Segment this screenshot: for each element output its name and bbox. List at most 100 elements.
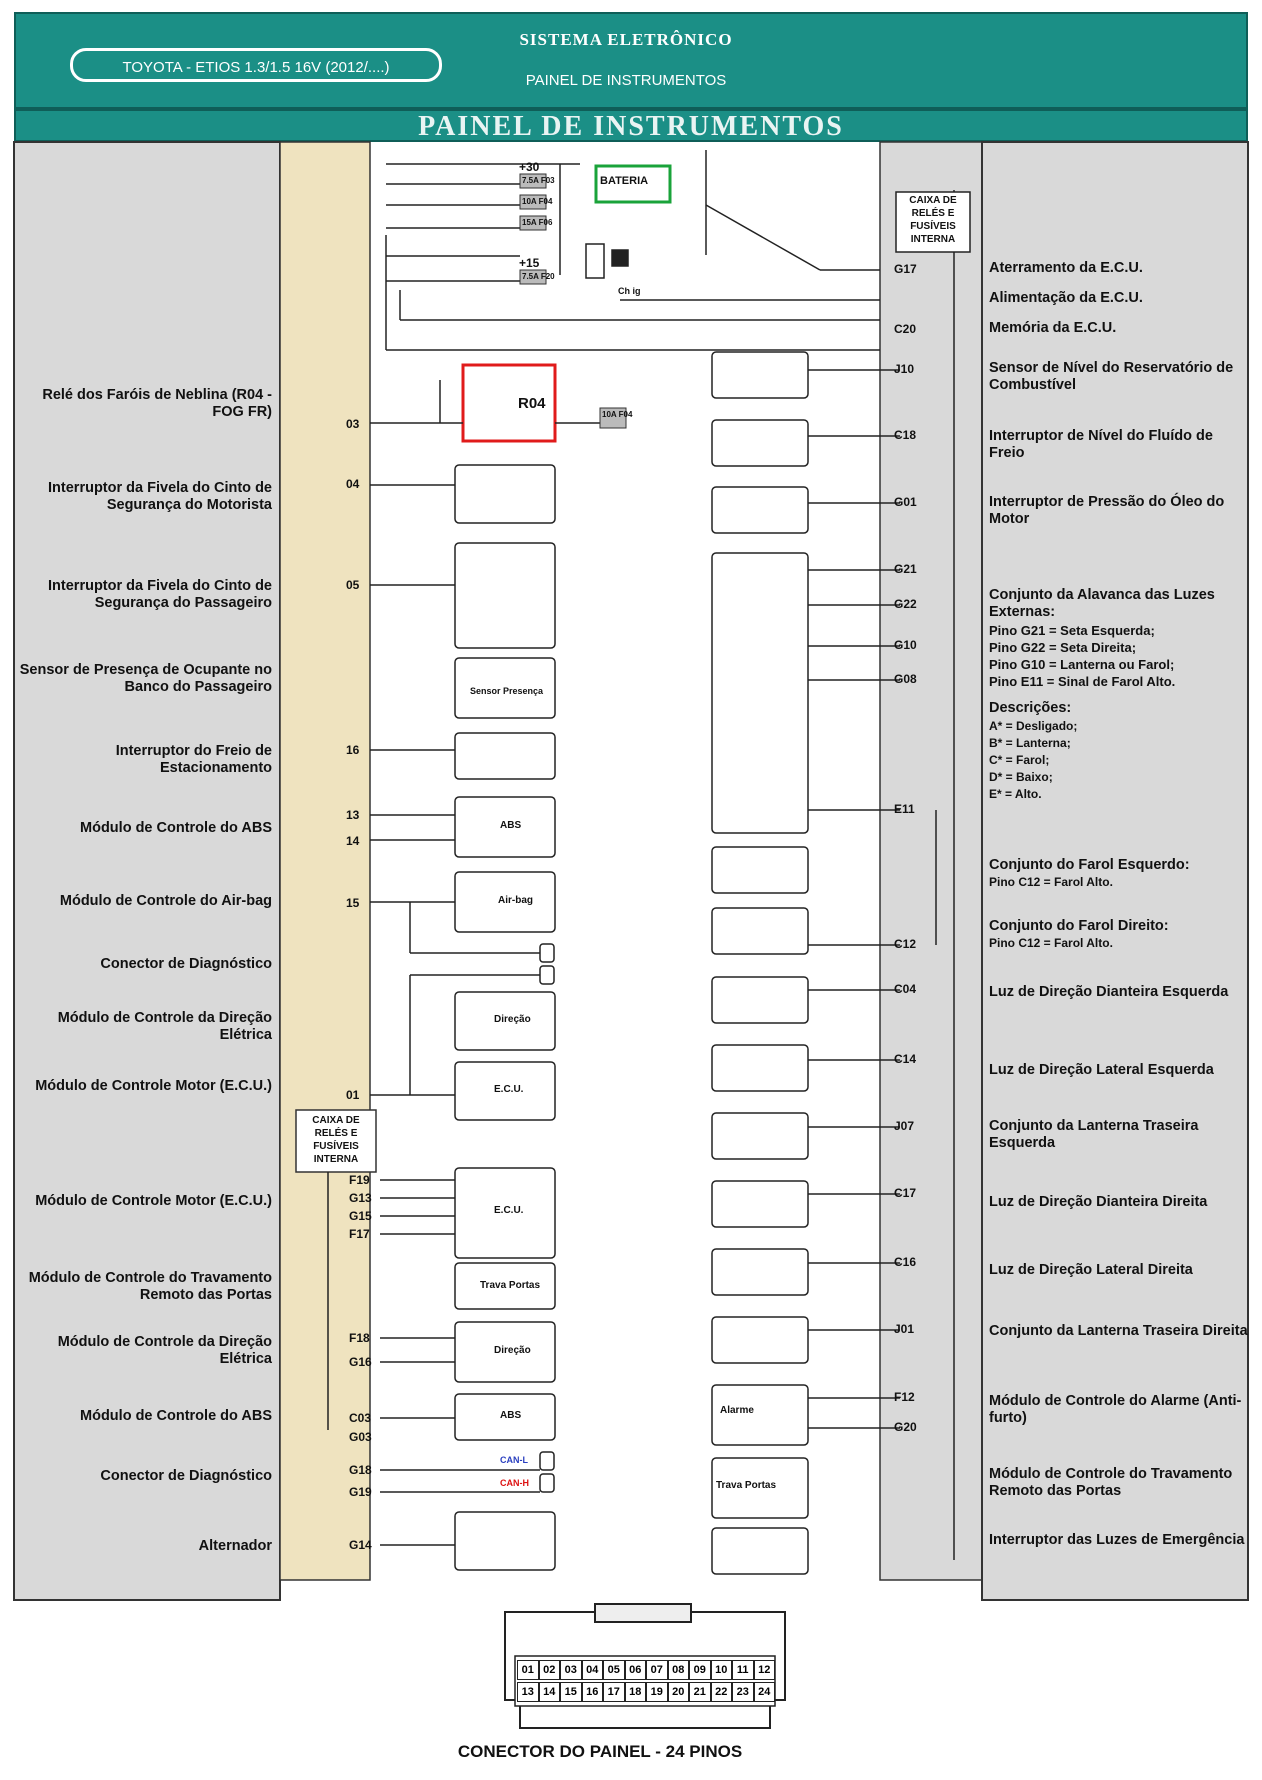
right-grey-bus bbox=[879, 141, 983, 1581]
module-trava-tag-2: Trava Portas bbox=[716, 1480, 777, 1491]
connector-pin: 16 bbox=[581, 1682, 603, 1702]
pin-C16: C16 bbox=[894, 1255, 917, 1269]
lever-pin-e11: Pino E11 = Sinal de Farol Alto. bbox=[989, 674, 1176, 689]
pin-G13: G13 bbox=[349, 1191, 372, 1205]
pin-G18: G18 bbox=[349, 1463, 372, 1477]
header-panel: TOYOTA - ETIOS 1.3/1.5 16V (2012/....) S… bbox=[14, 12, 1248, 109]
pin-01: 01 bbox=[346, 1088, 360, 1102]
lever-pin-g21: Pino G21 = Seta Esquerda; bbox=[989, 623, 1155, 638]
connector-pin: 22 bbox=[710, 1682, 732, 1702]
label-abs-module: Módulo de Controle do ABS bbox=[80, 820, 272, 836]
can-h-tag: CAN-H bbox=[500, 1478, 529, 1488]
pin-G20: G20 bbox=[894, 1420, 917, 1434]
label-light-lever: Conjunto da Alavanca das Luzes Externas: bbox=[989, 587, 1215, 620]
connector-pin: 04 bbox=[581, 1660, 603, 1680]
descriptions-title: Descrições: bbox=[989, 700, 1072, 716]
module-direcao-tag-2: Direção bbox=[494, 1345, 531, 1356]
label-oil-pressure-switch: Interruptor de Pressão do Óleo do Motor bbox=[989, 494, 1225, 527]
power-supply-section bbox=[385, 150, 880, 351]
module-direcao-tag: Direção bbox=[494, 1014, 531, 1025]
left-tan-bus bbox=[279, 141, 371, 1581]
label-ecu-power: Alimentação da E.C.U. bbox=[989, 290, 1143, 306]
right-outer-panel bbox=[981, 141, 1249, 1601]
label-brake-fluid-switch: Interruptor de Nível do Fluído de Freio bbox=[989, 428, 1213, 461]
label-abs-module-2: Módulo de Controle do ABS bbox=[80, 1408, 272, 1424]
desc-e: E* = Alto. bbox=[989, 787, 1042, 801]
pin-G22: G22 bbox=[894, 597, 917, 611]
label-front-right-turn: Luz de Direção Dianteira Direita bbox=[989, 1194, 1208, 1210]
system-title: SISTEMA ELETRÔNICO bbox=[519, 30, 733, 49]
pin-05: 05 bbox=[346, 578, 360, 592]
connector-pin: 21 bbox=[689, 1682, 711, 1702]
label-ecu-ground: Aterramento da E.C.U. bbox=[989, 260, 1143, 276]
right-fuse-box-label: CAIXA DE RELÉS E FUSÍVEIS INTERNA bbox=[909, 195, 957, 245]
plus15-label: +15 bbox=[519, 256, 540, 270]
module-airbag-tag: Air-bag bbox=[498, 895, 533, 906]
connector-pin: 19 bbox=[646, 1682, 668, 1702]
pin-G08: G08 bbox=[894, 672, 917, 686]
pin-G21: G21 bbox=[894, 562, 917, 576]
desc-a: A* = Desligado; bbox=[989, 719, 1078, 733]
module-abs-tag: ABS bbox=[500, 820, 522, 831]
label-remote-lock-module: Módulo de Controle do Travamento Remoto … bbox=[989, 1466, 1233, 1499]
pin-J10: J10 bbox=[894, 362, 915, 376]
connector-pin: 12 bbox=[753, 1660, 775, 1680]
lever-pin-g22: Pino G22 = Seta Direita; bbox=[989, 640, 1137, 655]
pin-E11: E11 bbox=[894, 802, 915, 816]
battery-label: BATERIA bbox=[600, 175, 649, 187]
label-ecu-memory: Memória da E.C.U. bbox=[989, 320, 1117, 336]
pin-03: 03 bbox=[346, 417, 360, 431]
label-passenger-belt: Interruptor da Fivela do Cinto de Segura… bbox=[48, 578, 272, 611]
plus30-label: +30 bbox=[519, 160, 540, 174]
connector-pin: 10 bbox=[710, 1660, 732, 1680]
ignition-label: Ch ig bbox=[618, 286, 641, 296]
label-hazard-switch: Interruptor das Luzes de Emergência bbox=[989, 1532, 1245, 1548]
left-outer-panel bbox=[13, 141, 281, 1601]
pin-G15: G15 bbox=[349, 1209, 372, 1223]
right-headlamp-pin: Pino C12 = Farol Alto. bbox=[989, 936, 1113, 950]
connector-pin: 11 bbox=[732, 1660, 754, 1680]
pin-G03: G03 bbox=[349, 1430, 372, 1444]
module-sensor-tag: Sensor Presença bbox=[470, 686, 544, 696]
connector-pin: 17 bbox=[603, 1682, 625, 1702]
label-diagnostic-connector-2: Conector de Diagnóstico bbox=[100, 1468, 272, 1484]
label-fuel-level-sensor: Sensor de Nível do Reservatório de Combu… bbox=[989, 360, 1234, 393]
fuse-f03: 7.5A F03 bbox=[522, 176, 555, 185]
connector-pin: 24 bbox=[753, 1682, 775, 1702]
connector-pin: 03 bbox=[560, 1660, 582, 1680]
connector-pin: 01 bbox=[517, 1660, 539, 1680]
label-occupant-sensor: Sensor de Presença de Ocupante no Banco … bbox=[19, 662, 272, 695]
pin-J01: J01 bbox=[894, 1322, 915, 1336]
pin-13: 13 bbox=[346, 808, 360, 822]
connector-pin: 23 bbox=[732, 1682, 754, 1702]
pin-14: 14 bbox=[346, 834, 360, 848]
connector-caption: CONECTOR DO PAINEL - 24 PINOS bbox=[457, 1742, 743, 1761]
right-components bbox=[711, 191, 971, 1575]
connector-pin: 05 bbox=[603, 1660, 625, 1680]
label-rear-right-lamp: Conjunto da Lanterna Traseira Direita bbox=[989, 1323, 1248, 1339]
label-front-left-turn: Luz de Direção Dianteira Esquerda bbox=[989, 984, 1229, 1000]
label-steering-module-2: Módulo de Controle da Direção Elétrica bbox=[57, 1334, 272, 1367]
fuse-f04: 10A F04 bbox=[522, 197, 553, 206]
right-internal-fuse-box bbox=[895, 191, 971, 253]
battery-box bbox=[594, 164, 672, 204]
module-abs-tag-2: ABS bbox=[500, 1410, 522, 1421]
left-fuse-box-label: CAIXA DE RELÉS E FUSÍVEIS INTERNA bbox=[312, 1115, 360, 1165]
fuse-f06: 15A F06 bbox=[522, 218, 553, 227]
desc-d: D* = Baixo; bbox=[989, 770, 1053, 784]
desc-c: C* = Farol; bbox=[989, 753, 1050, 767]
label-diagnostic-connector: Conector de Diagnóstico bbox=[100, 956, 272, 972]
pin-C12: C12 bbox=[894, 937, 917, 951]
vehicle-badge: TOYOTA - ETIOS 1.3/1.5 16V (2012/....) bbox=[70, 48, 442, 82]
connector-pin: 18 bbox=[624, 1682, 646, 1702]
pin-04: 04 bbox=[346, 477, 360, 491]
pin-15: 15 bbox=[346, 896, 360, 910]
label-rear-left-lamp: Conjunto da Lanterna Traseira Esquerda bbox=[989, 1118, 1199, 1151]
pin-G10: G10 bbox=[894, 638, 917, 652]
lever-pin-g10: Pino G10 = Lanterna ou Farol; bbox=[989, 657, 1175, 672]
label-side-left-turn: Luz de Direção Lateral Esquerda bbox=[989, 1062, 1214, 1078]
pin-C04: C04 bbox=[894, 982, 917, 996]
pin-F17: F17 bbox=[349, 1227, 370, 1241]
